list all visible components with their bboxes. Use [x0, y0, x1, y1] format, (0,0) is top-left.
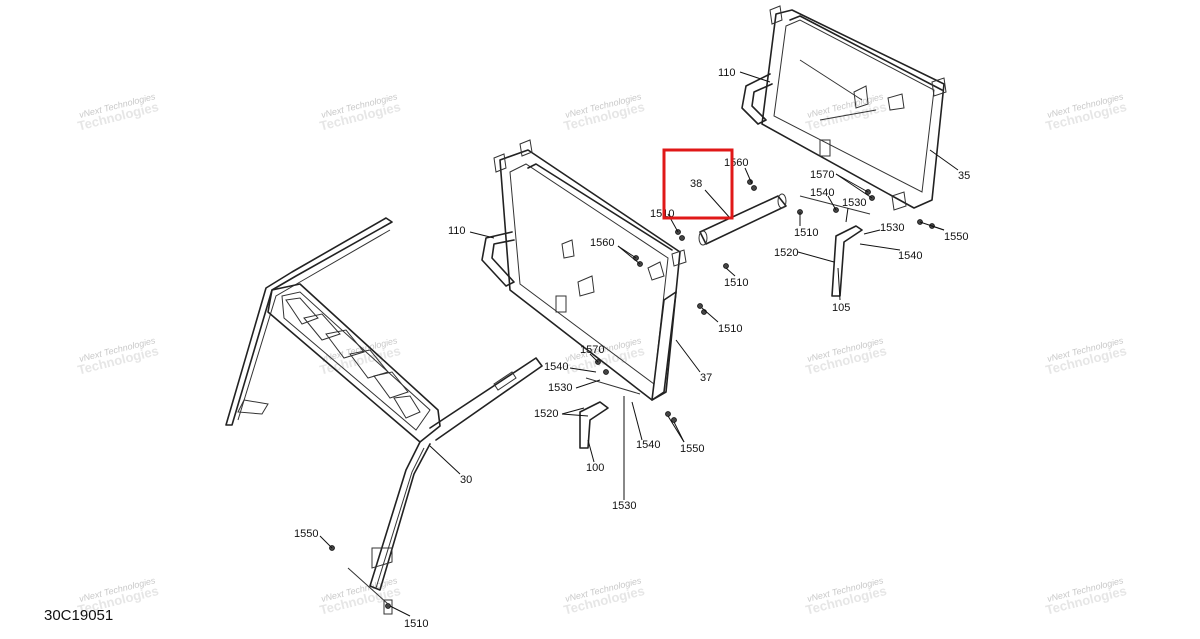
watermark: vNext Technologies Technologies: [804, 335, 888, 377]
callout-1520-rear: 1520: [774, 247, 798, 259]
callout-1510-mid: 1510: [724, 277, 748, 289]
watermark: vNext Technologies Technologies: [804, 91, 888, 133]
highlight-part-38[interactable]: 38: [662, 148, 734, 220]
callout-30: 30: [460, 474, 472, 486]
rear-lower-bracket: [831, 225, 863, 297]
callout-1540-rear: 1540: [810, 187, 834, 199]
watermark: vNext Technologies Technologies: [562, 335, 646, 377]
callout-1550-rear: 1550: [944, 231, 968, 243]
crossbar-tube: [698, 193, 787, 246]
middle-frame-assembly: [481, 139, 687, 401]
roll-cage-frame: [225, 217, 543, 615]
callout-1540-bottom: 1540: [636, 439, 660, 451]
callout-105: 105: [832, 302, 850, 314]
watermark: vNext Technologies Technologies: [1044, 335, 1128, 377]
callout-35: 35: [958, 170, 970, 182]
callout-1540-mid: 1540: [544, 361, 568, 373]
watermark: vNext Technologies Technologies: [562, 91, 646, 133]
callout-1530-rear: 1530: [842, 197, 866, 209]
watermark: vNext Technologies Technologies: [1044, 575, 1128, 617]
callout-1510-bottom: 1510: [404, 618, 428, 630]
callout-1550-mid: 1550: [680, 443, 704, 455]
callout-1530-mid: 1530: [548, 382, 572, 394]
watermark: vNext Technologies Technologies: [318, 91, 402, 133]
callout-1530-rear-2: 1530: [880, 222, 904, 234]
watermark: vNext Technologies Technologies: [804, 575, 888, 617]
diagram-reference: 30C19051: [44, 607, 113, 624]
callout-1560-mid: 1560: [590, 237, 614, 249]
callout-1510-lower: 1510: [718, 323, 742, 335]
highlight-box[interactable]: [662, 148, 734, 220]
callout-38: 38: [690, 178, 702, 190]
callouts: 110 35 1560 1510 1510 1510 1510 1510 157…: [294, 67, 970, 630]
callout-1530-bottom: 1530: [612, 500, 636, 512]
watermark: vNext Technologies Technologies: [318, 575, 402, 617]
watermark: vNext Technologies Technologies: [76, 335, 160, 377]
middle-lower-bracket: [579, 401, 609, 449]
callout-1520-mid: 1520: [534, 408, 558, 420]
callout-1510-rear: 1510: [794, 227, 818, 239]
rear-frame-assembly: [741, 5, 947, 211]
callout-110-rear: 110: [718, 67, 736, 79]
watermark: vNext Technologies Technologies: [562, 575, 646, 617]
callout-1570-rear: 1570: [810, 169, 834, 181]
callout-1560-top: 1560: [724, 157, 748, 169]
callout-1550-bottom: 1550: [294, 528, 318, 540]
watermark: vNext Technologies Technologies: [1044, 91, 1128, 133]
callout-1570-mid: 1570: [580, 344, 604, 356]
callout-37: 37: [700, 372, 712, 384]
watermark: vNext Technologies Technologies: [76, 91, 160, 133]
callout-1540-rear-2: 1540: [898, 250, 922, 262]
leader-lines: [319, 71, 959, 617]
callout-100: 100: [586, 462, 604, 474]
callout-110-mid: 110: [448, 225, 466, 237]
